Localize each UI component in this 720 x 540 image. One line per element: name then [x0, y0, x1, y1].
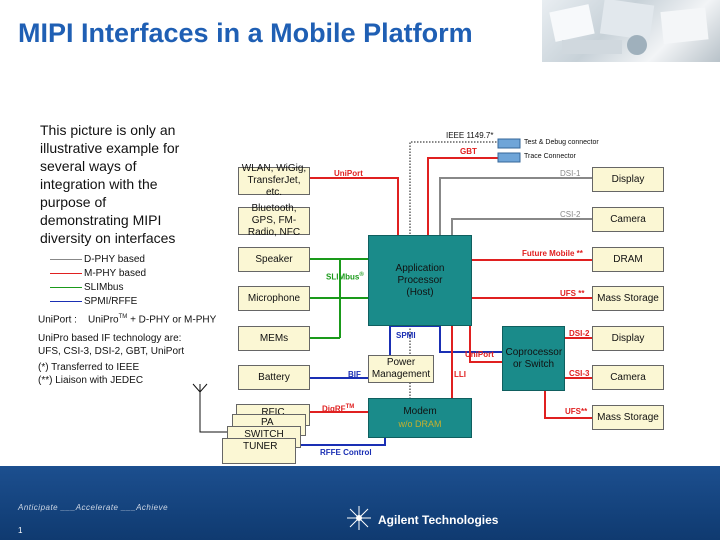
legend-label: SLIMbus — [84, 282, 124, 293]
spmi-label: SPMI — [396, 331, 416, 340]
intro-text: This picture is only an illustrative exa… — [40, 122, 180, 246]
agilent-spark-icon — [347, 506, 371, 530]
slimbus-text: SLIMbus — [326, 272, 360, 282]
coprocessor-label: Coprocessor or Switch — [505, 346, 563, 370]
footnotes: (*) Transferred to IEEE (**) Liaison wit… — [38, 361, 143, 387]
dsi2-label: DSI-2 — [569, 329, 590, 338]
bluetooth-box: Bluetooth, GPS, FM-Radio, NFC — [238, 203, 310, 238]
battery-box: Battery — [238, 365, 310, 390]
csi2-label: CSI-2 — [560, 210, 581, 219]
microphone-box: Microphone — [238, 286, 310, 311]
header-photo-art — [549, 0, 709, 55]
tuner-box: TUNER — [222, 438, 296, 464]
footer-tagline: Anticipate ___Accelerate ___Achieve — [18, 503, 169, 512]
mass-storage-box-1: Mass Storage — [592, 286, 664, 311]
legend-line-spmi — [50, 301, 82, 302]
legend-label: D-PHY based — [84, 254, 145, 265]
speaker-box: Speaker — [238, 247, 310, 272]
mass-storage-box-2: Mass Storage — [592, 405, 664, 430]
uniport-mid-label: UniPort — [465, 350, 494, 359]
unipro-note-line2: UFS, CSI-3, DSI-2, GBT, UniPort — [38, 346, 185, 357]
slimbus-reg: ® — [359, 272, 364, 278]
digrf-text: DigRF — [322, 404, 346, 414]
uniport-note-main: UniPro — [88, 314, 119, 326]
power-management-box: Power Management — [368, 355, 434, 383]
future-mobile-label: Future Mobile ** — [522, 249, 583, 258]
modem-label: Modem — [403, 406, 437, 417]
bif-label: BIF — [348, 370, 361, 379]
uniport-note: UniPort : UniProTM + D-PHY or M-PHY — [38, 311, 216, 326]
legend-label: M-PHY based — [84, 268, 147, 279]
legend-label: SPMI/RFFE — [84, 296, 138, 307]
mems-box: MEMs — [238, 326, 310, 351]
unipro-note-line1: UniPro based IF technology are: — [38, 333, 182, 344]
footer-bar — [0, 466, 720, 540]
csi3-label: CSI-3 — [569, 369, 590, 378]
wlan-box: WLAN, WiGig, TransferJet, etc. — [238, 163, 310, 198]
application-processor: Application Processor (Host) — [368, 235, 472, 326]
ufs-bottom-label: UFS** — [565, 407, 588, 416]
ieee-label: IEEE 1149.7* — [446, 131, 494, 140]
legend-line-mphy — [50, 273, 82, 274]
digrf-label: DigRFTM — [322, 404, 354, 414]
lli-label: LLI — [454, 370, 466, 379]
unipro-note: UniPro based IF technology are: UFS, CSI… — [38, 332, 184, 358]
slimbus-label: SLIMbus® — [326, 272, 364, 282]
modem-sublabel: w/o DRAM — [398, 419, 442, 429]
dsi1-label: DSI-1 — [560, 169, 581, 178]
uniport-note-prefix: UniPort : — [38, 314, 77, 326]
camera-box-2: Camera — [592, 365, 664, 390]
display-box-2: Display — [592, 326, 664, 351]
ufs-top-label: UFS ** — [560, 289, 585, 298]
coprocessor-box: Coprocessor or Switch — [502, 326, 565, 391]
test-debug-label: Test & Debug connector — [524, 139, 599, 146]
uniport-top-label: UniPort — [334, 169, 363, 178]
modem-box: Modem w/o DRAM — [368, 398, 472, 438]
legend-line-slimbus — [50, 287, 82, 288]
display-box-1: Display — [592, 167, 664, 192]
uniport-note-tm: TM — [118, 314, 128, 320]
page-number: 1 — [18, 526, 23, 535]
application-processor-label: Application Processor (Host) — [395, 262, 445, 298]
dram-box: DRAM — [592, 247, 664, 272]
legend-line-dphy — [50, 259, 82, 260]
digrf-tm: TM — [345, 404, 355, 410]
footnote-jedec: (**) Liaison with JEDEC — [38, 375, 144, 386]
camera-box-1: Camera — [592, 207, 664, 232]
company-name: Agilent Technologies — [378, 513, 499, 527]
gbt-label: GBT — [460, 147, 477, 156]
rffe-label: RFFE Control — [320, 448, 372, 457]
trace-label: Trace Connector — [524, 153, 576, 160]
slide-title: MIPI Interfaces in a Mobile Platform — [18, 18, 473, 48]
footnote-ieee: (*) Transferred to IEEE — [38, 362, 140, 373]
uniport-note-suffix: + D-PHY or M-PHY — [130, 314, 217, 326]
header-photo — [542, 0, 720, 62]
